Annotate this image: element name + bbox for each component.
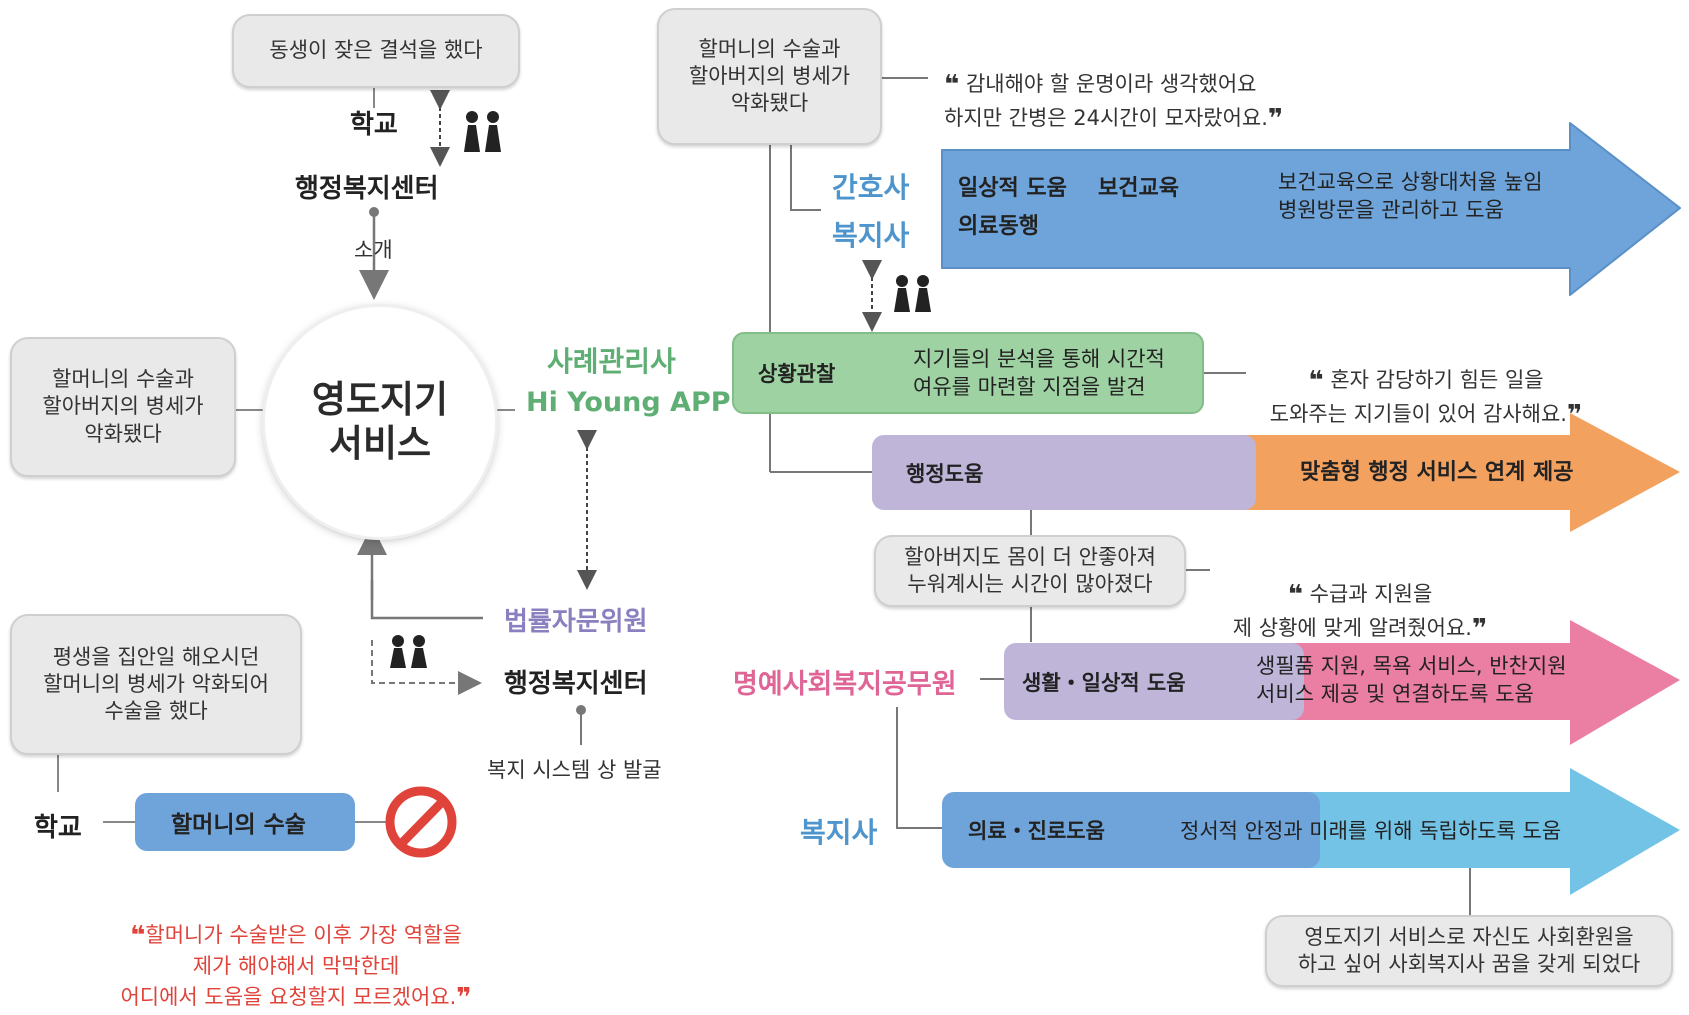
social-worker-label: 복지사 — [832, 219, 910, 252]
honor-worker-label: 명예사회복지공무원 — [733, 669, 957, 700]
admin-help-pill: 행정도움 — [872, 435, 1256, 510]
quote-close-icon: ❞ — [456, 982, 472, 1013]
admin-center-label-2: 행정복지센터 — [504, 669, 648, 699]
grandpa-box: 할아버지도 몸이 더 안좋아져 누워계시는 시간이 많아졌다 — [874, 535, 1186, 607]
arrow-life — [1265, 620, 1680, 745]
arrow2-desc: 맞춤형 행정 서비스 연계 제공 — [1300, 460, 1574, 485]
absence-box: 동생이 잦은 결석을 했다 — [232, 14, 520, 88]
people-icon — [464, 111, 501, 152]
quote-2-text: 혼자 감당하기 힘든 일을 도와주는 지기들이 있어 감사해요. — [1269, 367, 1567, 427]
quote-left: ❝할머니가 수술받은 이후 가장 역할을 제가 해야해서 막막한데 어디에서 도… — [96, 891, 496, 1015]
school-label: 학교 — [350, 110, 398, 140]
arrow3-desc: 생필품 지원, 목욕 서비스, 반찬지원 서비스 제공 및 연결하도록 도움 — [1256, 654, 1567, 707]
quote-close-icon: ❞ — [1566, 400, 1583, 431]
connector-lines — [57, 77, 1681, 915]
quote-open-icon: ❝ — [944, 69, 960, 100]
right-top-box: 할머니의 수술과 할아버지의 병세가 악화됐다 — [657, 8, 882, 145]
grandma-surgery-pill: 할머니의 수술 — [135, 793, 355, 851]
nurse-label: 간호사 — [832, 171, 910, 204]
observe-desc: 지기들의 분석을 통해 시간적 여유를 마련할 지점을 발견 — [913, 346, 1165, 399]
prohibited-icon — [385, 786, 457, 858]
school-label-2: 학교 — [34, 813, 82, 843]
arrow1-item-medical-escort: 의료동행 — [958, 214, 1039, 239]
youngdo-service-circle: 영도지기 서비스 — [265, 307, 495, 537]
quote-1: ❝ 감내해야 할 운명이라 생각했어요 하지만 간병은 24시간이 모자랐어요.… — [944, 40, 1324, 136]
arrow1-item-health-edu: 보건교육 — [1098, 176, 1179, 201]
referral-label: 소개 — [354, 238, 393, 262]
social-worker-label-2: 복지사 — [800, 816, 878, 849]
quote-2: ❝ 혼자 감당하기 힘든 일을 도와주는 지기들이 있어 감사해요.❞ — [1246, 336, 1606, 432]
life-help-pill: 생활・일상적 도움 — [1004, 643, 1304, 720]
grandma-surgery-box: 할머니의 수술과 할아버지의 병세가 악화됐다 — [10, 337, 236, 477]
arrow4-desc: 정서적 안정과 미래를 위해 독립하도록 도움 — [1180, 819, 1562, 843]
arrow-admin — [1225, 413, 1680, 532]
app-label: Hi Young APP — [526, 387, 731, 418]
medical-career-pill: 의료・진로도움 — [942, 792, 1320, 868]
dream-box: 영도지기 서비스로 자신도 사회환원을 하고 싶어 사회복지사 꿈을 갖게 되었… — [1265, 915, 1673, 987]
case-manager-label: 사례관리사 — [547, 345, 676, 378]
quote-3-text: 수급과 지원을 제 상황에 맞게 알려줬어요. — [1232, 581, 1472, 641]
quote-left-text: 할머니가 수술받은 이후 가장 역할을 제가 해야해서 막막한데 어디에서 도움… — [120, 922, 462, 1009]
discovery-label: 복지 시스템 상 발굴 — [487, 758, 662, 782]
observe-label: 상황관찰 — [758, 362, 836, 386]
people-icon — [390, 635, 427, 668]
admin-center-label: 행정복지센터 — [295, 174, 439, 204]
arrow1-desc: 보건교육으로 상황대처율 높임 병원방문을 관리하고 도움 — [1278, 170, 1543, 223]
quote-3: ❝ 수급과 지원을 제 상황에 맞게 알려줬어요.❞ — [1210, 550, 1510, 646]
legal-advisor-label: 법률자문위원 — [504, 607, 648, 637]
quote-open-icon: ❝ — [130, 920, 146, 951]
housework-box: 평생을 집안일 해오시던 할머니의 병세가 악화되어 수술을 했다 — [10, 614, 302, 755]
quote-1-text: 감내해야 할 운명이라 생각했어요 하지만 간병은 24시간이 모자랐어요. — [944, 71, 1268, 131]
arrow-nurse — [941, 122, 1681, 296]
arrow-medical — [1300, 768, 1680, 895]
arrow1-item-daily: 일상적 도움 — [958, 176, 1067, 201]
quote-close-icon: ❞ — [1267, 104, 1284, 135]
quote-close-icon: ❞ — [1471, 614, 1488, 645]
quote-open-icon: ❝ — [1287, 579, 1303, 610]
people-icon — [894, 275, 931, 312]
observe-pill: 상황관찰 지기들의 분석을 통해 시간적 여유를 마련할 지점을 발견 — [732, 332, 1204, 414]
quote-open-icon: ❝ — [1308, 365, 1324, 396]
